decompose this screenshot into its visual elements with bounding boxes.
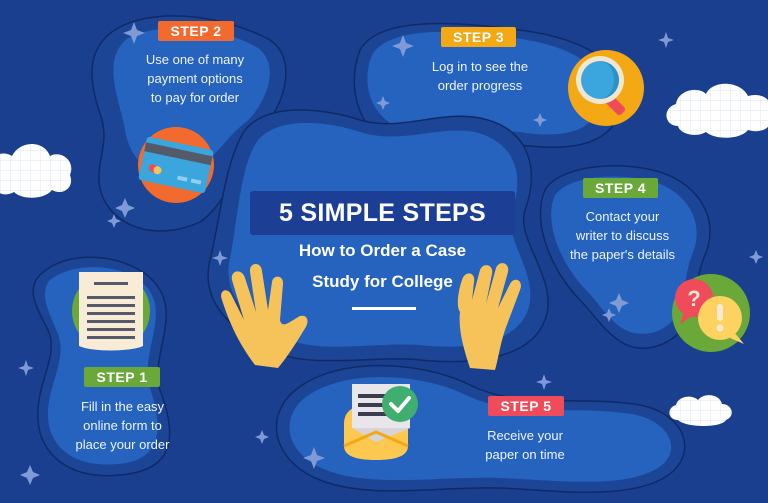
step-5-description: Receive your paper on time — [470, 426, 580, 464]
step-1-description: Fill in the easy online form to place yo… — [60, 397, 185, 454]
step-1-line: place your order — [75, 437, 170, 452]
step-2-badge: STEP 2 — [158, 21, 234, 41]
step-1-badge: STEP 1 — [84, 367, 160, 387]
credit-card-icon — [138, 127, 214, 203]
step-2-line: to pay for order — [150, 90, 240, 105]
step-2-description: Use one of many payment options to pay f… — [130, 50, 260, 107]
step-1-line: Fill in the easy — [80, 399, 165, 414]
step-3-line: Log in to see the — [431, 59, 529, 74]
page-title: 5 SIMPLE STEPS — [250, 191, 515, 235]
step-4-badge: STEP 4 — [583, 178, 658, 198]
subtitle-line-1: How to Order a Case — [298, 241, 467, 260]
right-hand-icon — [457, 263, 521, 370]
step-2-line: payment options — [147, 71, 243, 86]
question-exclamation-icon: ? — [672, 274, 750, 352]
step-3-badge: STEP 3 — [441, 27, 516, 47]
step-4-description: Contact your writer to discuss the paper… — [555, 207, 690, 264]
step-4-line: writer to discuss — [575, 228, 670, 243]
step-5-line: Receive your — [487, 428, 563, 443]
step-4-line: Contact your — [585, 209, 660, 224]
magnifier-icon — [568, 50, 644, 126]
title-divider — [352, 307, 416, 310]
step-2-line: Use one of many — [145, 52, 245, 67]
step-5-line: paper on time — [485, 447, 565, 462]
step-3-description: Log in to see the order progress — [410, 57, 550, 95]
subtitle-line-2: Study for College — [312, 272, 453, 291]
document-icon — [72, 272, 150, 351]
envelope-check-icon — [343, 384, 418, 460]
step-1-line: online form to — [83, 418, 162, 433]
step-5-badge: STEP 5 — [488, 396, 564, 416]
svg-text:?: ? — [687, 286, 700, 311]
step-4-line: the paper's details — [569, 247, 676, 262]
left-hand-icon — [221, 263, 308, 368]
step-3-line: order progress — [437, 78, 523, 93]
